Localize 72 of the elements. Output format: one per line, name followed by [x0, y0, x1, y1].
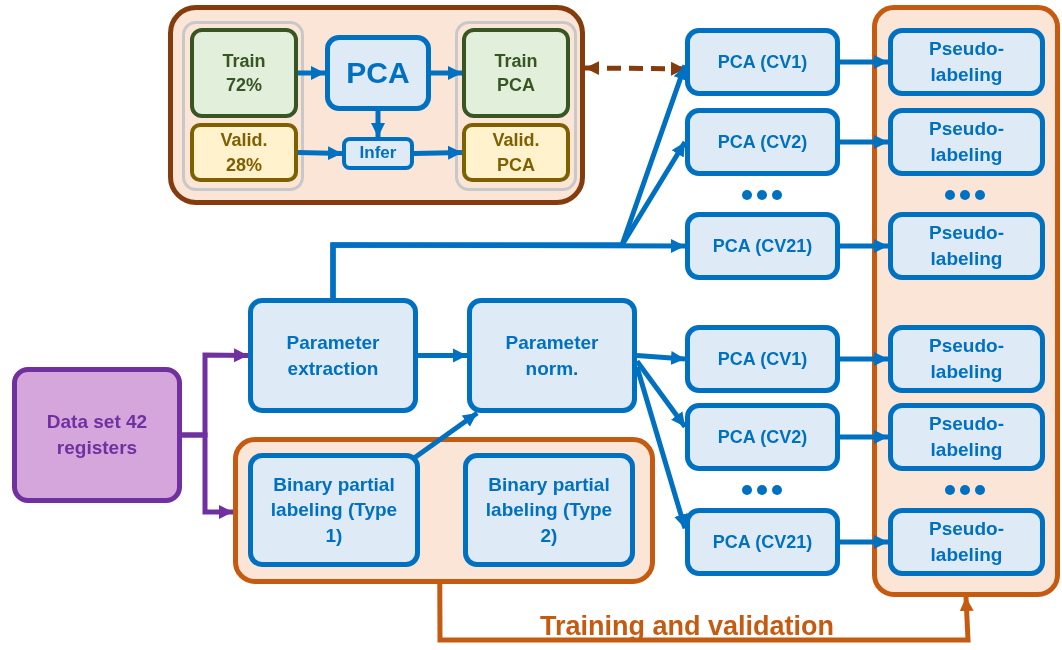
- arrow: [297, 146, 343, 161]
- arrow: [636, 351, 686, 365]
- arrow: [298, 66, 325, 80]
- box-label: PCA (CV1): [717, 347, 808, 371]
- box-label: Pseudo- labeling: [928, 221, 1005, 271]
- process-box: [467, 298, 637, 413]
- process-box: [888, 403, 1045, 471]
- arrow: [418, 348, 467, 363]
- box-label: Pseudo- labeling: [928, 412, 1005, 462]
- arrow: [635, 359, 687, 429]
- arrow: [634, 366, 688, 530]
- box-label: Parameter extraction: [285, 330, 381, 381]
- box-label: Train PCA: [493, 49, 539, 97]
- group-frame: [168, 5, 585, 205]
- process-box: [685, 108, 840, 176]
- box-label: PCA (CV2): [717, 130, 808, 154]
- box-label: Pseudo- labeling: [928, 117, 1005, 167]
- arrow: [182, 432, 233, 519]
- box-label: Infer: [359, 142, 397, 165]
- process-box: [685, 325, 840, 393]
- dataset-box: [12, 367, 182, 503]
- process-box: [248, 298, 418, 413]
- arrow: [840, 535, 888, 549]
- group-frame: [872, 5, 1060, 597]
- box-label: Valid. 28%: [219, 129, 269, 177]
- process-box: [325, 35, 431, 111]
- data-box: [190, 28, 298, 118]
- box-label: Pseudo- labeling: [928, 334, 1005, 384]
- group-frame: [182, 21, 304, 191]
- box-label: Pseudo- labeling: [928, 517, 1005, 567]
- arrow: [371, 111, 385, 137]
- arrow: [585, 61, 685, 76]
- arrow: [431, 66, 462, 80]
- box-label: Train 72%: [221, 49, 267, 97]
- process-box: [342, 137, 414, 170]
- arrow: [840, 55, 888, 69]
- data-box: [462, 28, 570, 118]
- box-label: PCA (CV21): [712, 530, 813, 554]
- process-box: [685, 508, 840, 576]
- process-box: [888, 108, 1045, 176]
- arrow: [413, 410, 479, 460]
- box-label: PCA (CV2): [717, 425, 808, 449]
- box-label: PCA (CV21): [712, 234, 813, 258]
- process-box: [685, 212, 840, 280]
- box-label: PCA: [346, 54, 410, 91]
- box-label: PCA (CV1): [717, 50, 808, 74]
- box-label: Pseudo- labeling: [928, 37, 1005, 87]
- box-label: Parameter norm.: [504, 330, 600, 381]
- arrow: [413, 145, 463, 160]
- group-frame: [455, 21, 577, 191]
- arrow: [840, 430, 888, 444]
- data-box: [462, 123, 570, 182]
- box-label: Binary partial labeling (Type 2): [484, 472, 614, 548]
- data-box: [190, 123, 298, 182]
- process-box: [685, 403, 840, 471]
- edge-label: Training and validation: [540, 610, 835, 643]
- process-box: [888, 28, 1045, 96]
- arrow: [437, 584, 974, 643]
- process-box: [685, 28, 840, 96]
- box-label: Valid. PCA: [491, 129, 541, 177]
- arrow: [840, 239, 888, 253]
- box-label: Binary partial labeling (Type 1): [269, 472, 399, 548]
- process-box: [248, 453, 420, 567]
- arrow: [330, 238, 685, 298]
- process-box: [888, 508, 1045, 576]
- process-box: [888, 212, 1045, 280]
- process-box: [463, 453, 635, 567]
- process-box: [888, 325, 1045, 393]
- arrow: [840, 135, 888, 149]
- group-frame: [233, 437, 655, 584]
- box-label: Data set 42 registers: [45, 410, 149, 460]
- arrow: [840, 352, 888, 366]
